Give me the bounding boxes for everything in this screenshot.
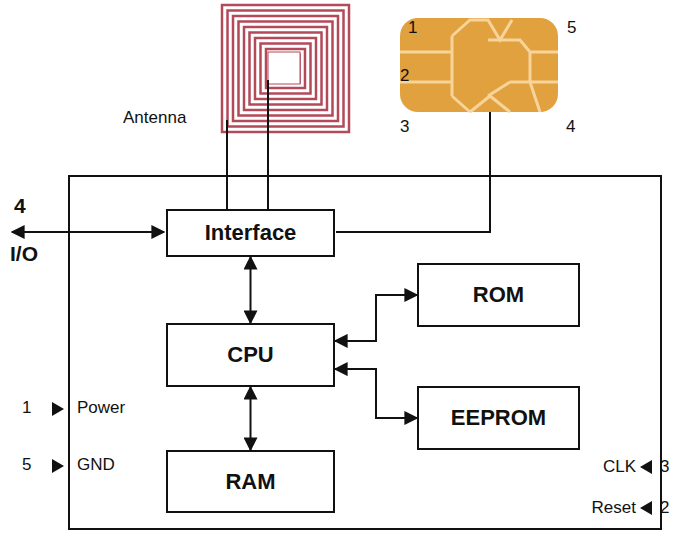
signal-name: I/O <box>10 244 38 264</box>
pin-triangle <box>640 460 652 474</box>
chip-housing: PowerGND CLK Reset InterfaceCPU ROM EEPROM RAM <box>68 175 662 530</box>
pin-triangle <box>52 402 64 416</box>
contact-number: 1 <box>408 18 417 38</box>
pin-triangle <box>52 459 64 473</box>
contact-number: 3 <box>400 117 409 137</box>
block-label: RAM <box>225 469 275 495</box>
pin-number: 3 <box>660 457 669 477</box>
contact-number: 4 <box>566 117 575 137</box>
antenna-label: Antenna <box>123 108 186 128</box>
memory-box: ROM <box>417 263 580 327</box>
block-label: EEPROM <box>451 405 546 431</box>
pin-name: CLK <box>603 457 636 477</box>
contact-wire <box>336 112 490 232</box>
pin-name: GND <box>77 455 115 475</box>
block-label: CPU <box>227 342 273 368</box>
antenna-lead <box>267 80 269 210</box>
pin-triangle <box>640 501 652 515</box>
process-box: CPU <box>166 323 335 387</box>
pin-number: 1 <box>22 398 31 418</box>
contact-number: 5 <box>567 18 576 38</box>
pin-number: 4 <box>14 196 26 216</box>
block-label: Interface <box>205 220 297 246</box>
contact-number: 2 <box>400 66 409 86</box>
pin-number: 5 <box>22 455 31 475</box>
pin-name: Reset <box>592 498 636 518</box>
bus-arrow <box>335 295 417 341</box>
bus-arrow <box>250 387 252 450</box>
pin-name: Power <box>77 398 125 418</box>
pin-number: 2 <box>660 498 669 518</box>
bus-arrow <box>335 369 417 418</box>
io-arrow <box>12 231 164 233</box>
antenna-lead <box>226 120 228 210</box>
memory-box: RAM <box>166 450 335 513</box>
contact-chip <box>400 18 558 112</box>
block-label: ROM <box>473 282 524 308</box>
process-box: Interface <box>166 209 335 257</box>
bus-arrow <box>250 257 252 323</box>
memory-box: EEPROM <box>417 386 580 450</box>
antenna-coil <box>222 5 349 132</box>
